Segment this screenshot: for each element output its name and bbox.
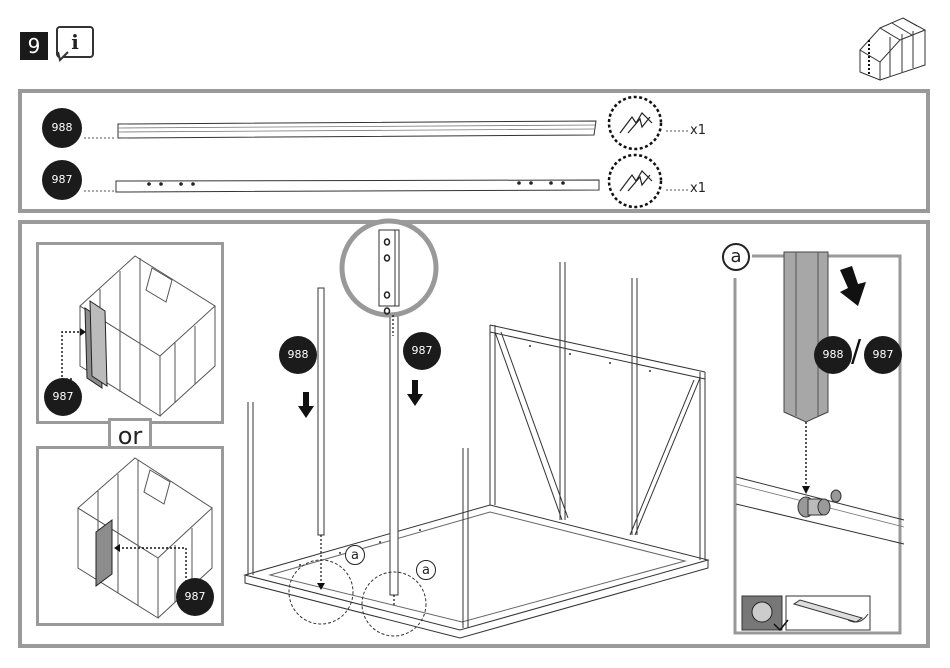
detail-part-badge-988: 988 [814, 336, 852, 374]
profile-988 [84, 118, 604, 144]
part-badge-987: 987 [42, 160, 82, 200]
profile-987 [84, 175, 604, 197]
install-part-badge-988: 988 [279, 336, 317, 374]
qty-leader-988 [666, 127, 692, 135]
inset-bottom-part-badge: 987 [176, 578, 214, 616]
qty-leader-987 [666, 186, 692, 194]
profile-cross-section-988 [606, 95, 664, 151]
part-badge-988: 988 [42, 108, 82, 148]
base-frame-illustration [240, 250, 710, 640]
callout-a-left: a [345, 545, 365, 565]
quantity-987: x1 [690, 181, 706, 196]
step-number: 9 [20, 32, 48, 60]
greenhouse-thumbnail-icon [855, 10, 930, 80]
install-part-badge-987: 987 [403, 332, 441, 370]
profile-cross-section-987 [606, 153, 664, 209]
detail-part-badge-987: 987 [864, 336, 902, 374]
quantity-988: x1 [690, 123, 706, 138]
detail-slash: / [851, 334, 861, 369]
inset-top-part-badge: 987 [44, 378, 82, 416]
detail-a-illustration [736, 252, 904, 632]
info-bubble-tail [56, 52, 70, 62]
callout-a-right: a [416, 560, 436, 580]
hole-detail-magnifier [339, 218, 439, 338]
